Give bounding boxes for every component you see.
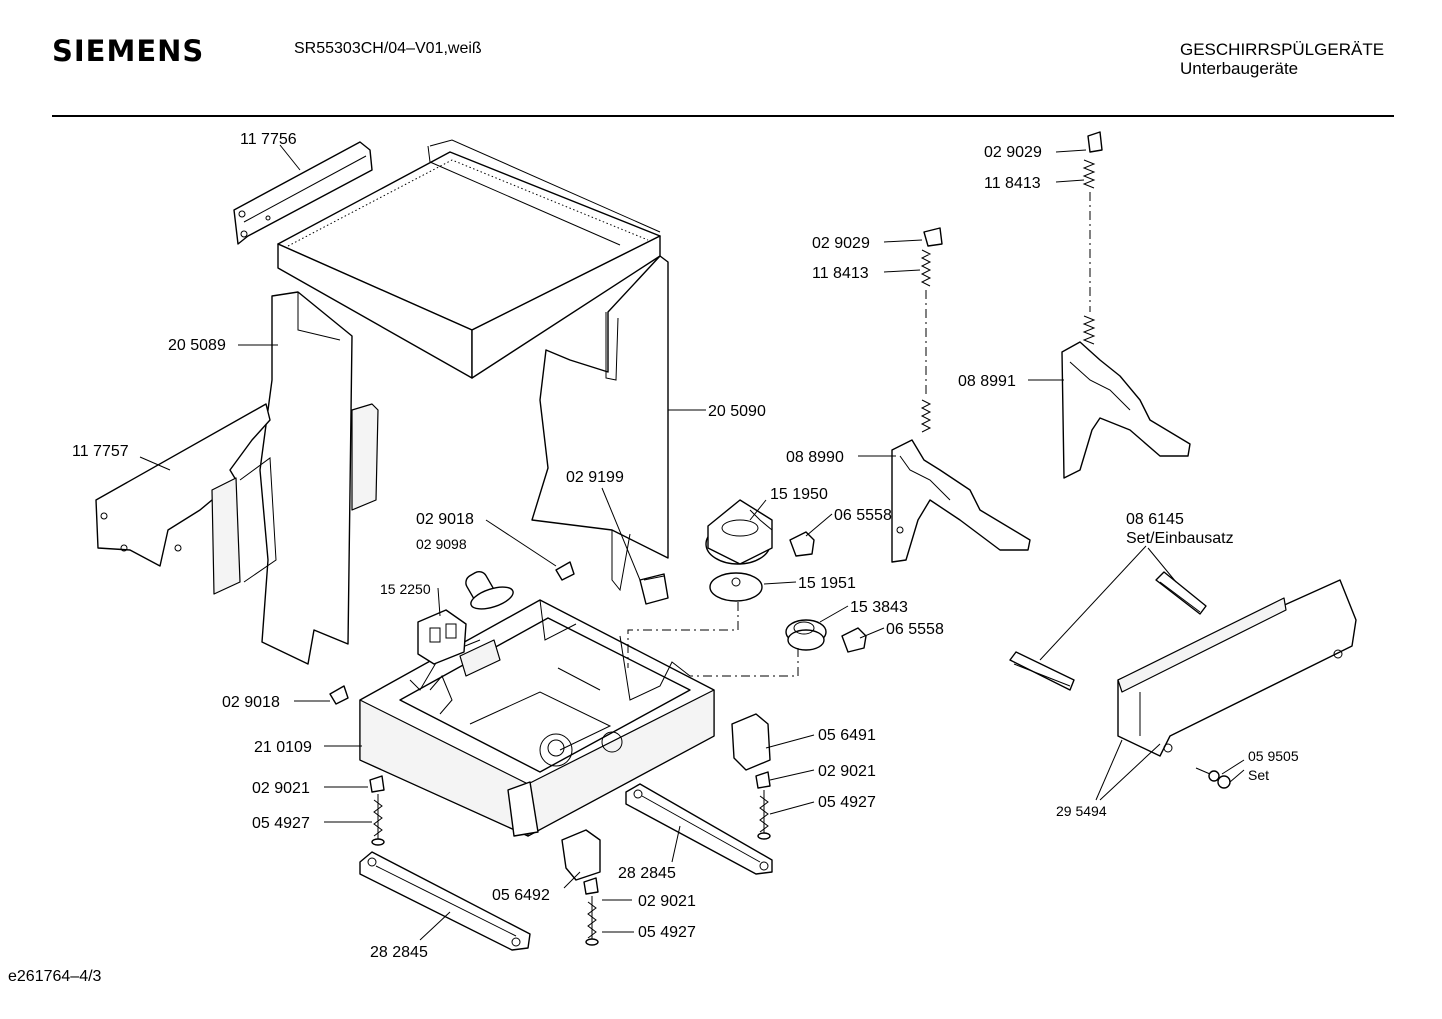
label-20-5089: 20 5089 — [168, 337, 226, 354]
foot-screw-left — [369, 775, 385, 846]
label-08-8991: 08 8991 — [958, 373, 1016, 390]
clip-part-lower — [329, 685, 349, 705]
label-11-7756: 11 7756 — [240, 131, 297, 148]
part-labels: 11 7756 20 5089 11 7757 20 5090 02 9199 … — [72, 131, 1299, 961]
label-02-9018-lower: 02 9018 — [222, 694, 280, 711]
category-title: GESCHIRRSPÜLGERÄTE — [1180, 40, 1385, 59]
door-hinge-left — [891, 439, 1031, 563]
label-02-9021-center: 02 9021 — [638, 893, 696, 910]
label-06-5558-upper: 06 5558 — [834, 507, 892, 524]
label-08-6145: 08 6145 — [1126, 511, 1184, 528]
left-side-panel — [259, 291, 379, 665]
label-28-2845-right: 28 2845 — [618, 865, 676, 882]
label-15-2250: 15 2250 — [380, 581, 431, 597]
hinge-spring-right — [1082, 131, 1103, 345]
base-tub — [359, 599, 715, 837]
category-subtitle: Unterbaugeräte — [1180, 59, 1299, 78]
label-11-8413-right: 11 8413 — [984, 175, 1041, 192]
corner-bracket-right — [731, 713, 771, 771]
label-02-9098: 02 9098 — [416, 536, 467, 552]
label-05-4927-right: 05 4927 — [818, 794, 876, 811]
label-05-4927-left: 05 4927 — [252, 815, 310, 832]
pump-cover — [785, 619, 827, 651]
label-11-7757: 11 7757 — [72, 443, 129, 460]
corner-bracket-center — [561, 829, 601, 881]
label-set: Set — [1248, 767, 1269, 783]
hose-part — [465, 571, 514, 610]
base-rail-right — [625, 783, 773, 875]
label-15-1951: 15 1951 — [798, 575, 856, 592]
screw-set — [1195, 767, 1231, 789]
label-set-einbausatz: Set/Einbausatz — [1126, 530, 1234, 547]
door-hinge-right — [1061, 341, 1191, 479]
document-id: e261764–4/3 — [8, 968, 102, 985]
kickplate-panel — [1117, 579, 1357, 757]
clip-part-upper — [555, 561, 575, 581]
assembly-dashed-lines — [627, 602, 799, 677]
right-side-panel — [531, 255, 669, 592]
connector-block — [417, 609, 467, 665]
label-02-9029-left: 02 9029 — [812, 235, 870, 252]
label-15-3843: 15 3843 — [850, 599, 908, 616]
leader-lines — [139, 144, 1245, 941]
label-02-9021-right: 02 9021 — [818, 763, 876, 780]
round-filter-disc — [709, 572, 763, 602]
foot-screw-right — [755, 771, 771, 840]
label-21-0109: 21 0109 — [254, 739, 312, 756]
label-02-9029-right: 02 9029 — [984, 144, 1042, 161]
relay-part — [639, 573, 669, 605]
front-rail-bracket — [95, 403, 277, 595]
product-category: GESCHIRRSPÜLGERÄTE Unterbaugeräte — [1180, 40, 1384, 78]
hinge-spring-left — [920, 227, 943, 433]
label-02-9199: 02 9199 — [566, 469, 624, 486]
installation-strip-lower — [1009, 651, 1075, 691]
drain-pump-housing — [705, 499, 773, 565]
plug-connector-lower — [841, 627, 867, 653]
model-number: SR55303CH/04–V01,weiß — [294, 40, 482, 57]
label-05-9505: 05 9505 — [1248, 748, 1299, 764]
installation-strip-upper — [1155, 571, 1207, 615]
header-divider — [52, 115, 1394, 117]
base-rail-left — [359, 851, 531, 951]
label-05-6492: 05 6492 — [492, 887, 550, 904]
label-28-2845-left: 28 2845 — [370, 944, 428, 961]
label-08-8990: 08 8990 — [786, 449, 844, 466]
label-15-1950: 15 1950 — [770, 486, 828, 503]
label-06-5558-lower: 06 5558 — [886, 621, 944, 638]
label-20-5090: 20 5090 — [708, 403, 766, 420]
plug-connector-upper — [789, 531, 815, 557]
label-05-6491: 05 6491 — [818, 727, 876, 744]
top-rail-bracket — [233, 141, 373, 245]
label-05-4927-center: 05 4927 — [638, 924, 696, 941]
label-29-5494: 29 5494 — [1056, 803, 1107, 819]
siemens-logo: SIEMENS — [52, 34, 205, 68]
label-02-9021-left: 02 9021 — [252, 780, 310, 797]
label-11-8413-left: 11 8413 — [812, 265, 869, 282]
label-02-9018-upper: 02 9018 — [416, 511, 474, 528]
foot-screw-center — [583, 877, 599, 946]
